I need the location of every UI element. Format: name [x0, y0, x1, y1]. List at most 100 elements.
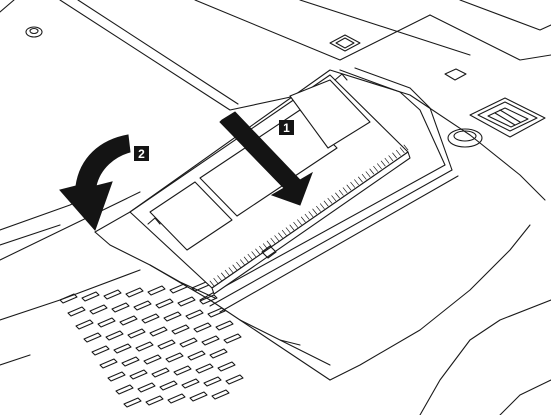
vent-slot	[185, 309, 204, 320]
vent-slot	[207, 307, 226, 318]
contact-pin	[297, 219, 302, 226]
vent-slot	[91, 345, 110, 356]
vent-slot	[155, 298, 174, 309]
vent-slot	[125, 287, 144, 298]
side-panel	[0, 199, 81, 246]
callout-2: 2	[134, 146, 149, 161]
vent-slot	[115, 384, 134, 395]
vent-slot	[103, 289, 122, 300]
latch-feature-top	[329, 34, 361, 52]
vent-slot	[107, 371, 126, 382]
contact-pin	[342, 187, 348, 194]
vent-slot	[215, 320, 234, 331]
vent-slot	[75, 319, 94, 330]
contact-pin	[281, 229, 287, 236]
vent-grille	[59, 281, 244, 408]
vent-slot	[195, 363, 214, 374]
latch-feature-right	[444, 68, 467, 81]
contact-pin	[403, 144, 409, 151]
contact-pin	[285, 227, 291, 234]
vent-slot	[141, 313, 160, 324]
contact-pin	[236, 261, 241, 268]
contact-pin	[350, 181, 356, 188]
contact-pin	[240, 259, 245, 266]
vent-slot	[135, 341, 154, 352]
vent-slot	[147, 285, 166, 296]
contact-pin	[373, 165, 378, 172]
vent-slot	[159, 380, 178, 391]
vent-slot	[187, 350, 206, 361]
contact-pin	[319, 203, 325, 210]
vent-slot	[81, 291, 100, 302]
vent-slot	[83, 332, 102, 343]
contact-pin	[259, 245, 264, 252]
contact-pin	[392, 152, 397, 159]
contact-pin	[399, 147, 405, 154]
vent-slot	[167, 393, 186, 404]
contact-pin	[327, 197, 333, 204]
vent-slot	[143, 354, 162, 365]
contact-pin	[384, 157, 390, 164]
vent-slot	[67, 306, 86, 317]
contact-pin	[209, 280, 215, 287]
contact-pin	[388, 155, 394, 162]
memory-chip-1	[149, 181, 233, 251]
contact-pin	[217, 275, 222, 282]
callout-2-box	[134, 146, 149, 161]
vent-slot	[133, 300, 152, 311]
vent-slot	[119, 315, 138, 326]
contact-pin	[274, 235, 280, 242]
contact-pin	[243, 256, 249, 263]
contact-pin	[369, 168, 375, 175]
screw-hole-right	[447, 128, 483, 148]
contact-pin	[262, 243, 268, 250]
contact-pin	[358, 176, 363, 183]
vent-slot	[89, 304, 108, 315]
contact-pin	[365, 171, 371, 178]
vent-slot	[151, 367, 170, 378]
vent-slot	[127, 328, 146, 339]
vent-slot	[223, 333, 242, 344]
vent-slot	[145, 395, 164, 406]
contact-pin	[361, 173, 367, 180]
vent-slot	[137, 382, 156, 393]
vent-slot	[121, 356, 140, 367]
contact-pin	[335, 192, 340, 199]
contact-pin	[396, 149, 401, 156]
contact-pin	[232, 264, 238, 271]
vent-slot	[129, 369, 148, 380]
vent-slot	[211, 389, 230, 400]
contact-pin	[380, 160, 386, 167]
contact-pin	[247, 253, 253, 260]
contact-pin	[323, 200, 329, 207]
callout-2-label: 2	[138, 147, 145, 161]
slot-rail	[199, 67, 459, 313]
contact-pin	[331, 195, 337, 202]
contact-pin	[346, 184, 352, 191]
contact-pin	[228, 267, 234, 274]
contact-pin	[255, 248, 260, 255]
contact-pin	[338, 189, 344, 196]
vent-slot	[171, 324, 190, 335]
vent-slot	[181, 378, 200, 389]
callout-1-label: 1	[283, 121, 290, 135]
vent-slot	[59, 293, 78, 304]
vent-slot	[111, 302, 130, 313]
vent-slot	[113, 343, 132, 354]
insert-direction-arrow	[219, 111, 313, 206]
contact-pin	[312, 208, 318, 215]
contact-pin	[293, 221, 299, 228]
memory-chip-4	[289, 79, 371, 149]
vent-slot	[149, 326, 168, 337]
vent-slot	[189, 391, 208, 402]
vent-slot	[217, 361, 236, 372]
vent-slot	[199, 294, 218, 305]
vent-slot	[209, 348, 228, 359]
vent-slot	[157, 339, 176, 350]
vent-slot	[163, 311, 182, 322]
vent-slot	[201, 335, 220, 346]
vent-slot	[177, 296, 196, 307]
callout-1-box	[279, 120, 294, 135]
